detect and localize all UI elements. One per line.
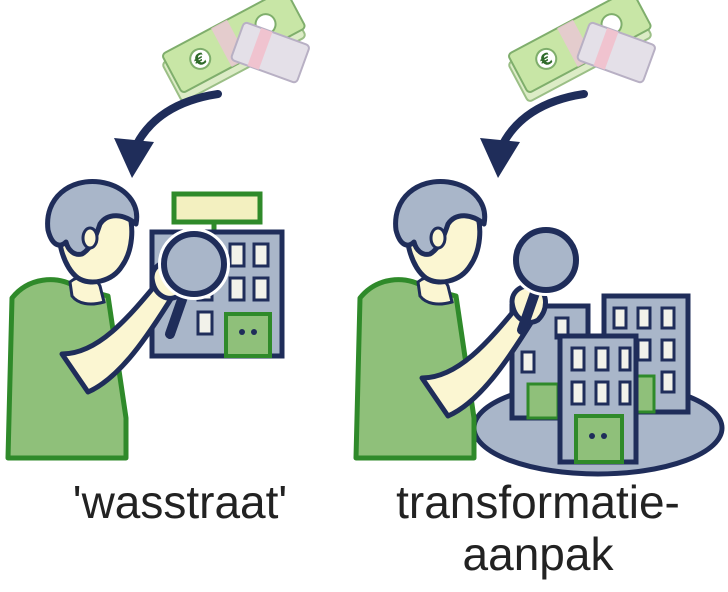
caption-transformatieaanpak: transformatie- aanpak [348, 476, 728, 580]
inspector-icon [8, 181, 186, 458]
banknotes-icon: € [157, 0, 312, 104]
panel-left: € [8, 0, 312, 458]
caption-left-line-1: 'wasstraat' [72, 476, 288, 528]
curved-arrow-icon [114, 94, 218, 178]
caption-right-line-1: transformatie- [396, 476, 680, 528]
caption-right-line-2: aanpak [462, 528, 614, 580]
panel-right: € [356, 0, 725, 477]
banknotes-icon: € [503, 0, 658, 104]
building-cluster-icon [471, 293, 725, 477]
curved-arrow-icon [480, 94, 584, 178]
caption-wasstraat: 'wasstraat' [30, 476, 330, 528]
